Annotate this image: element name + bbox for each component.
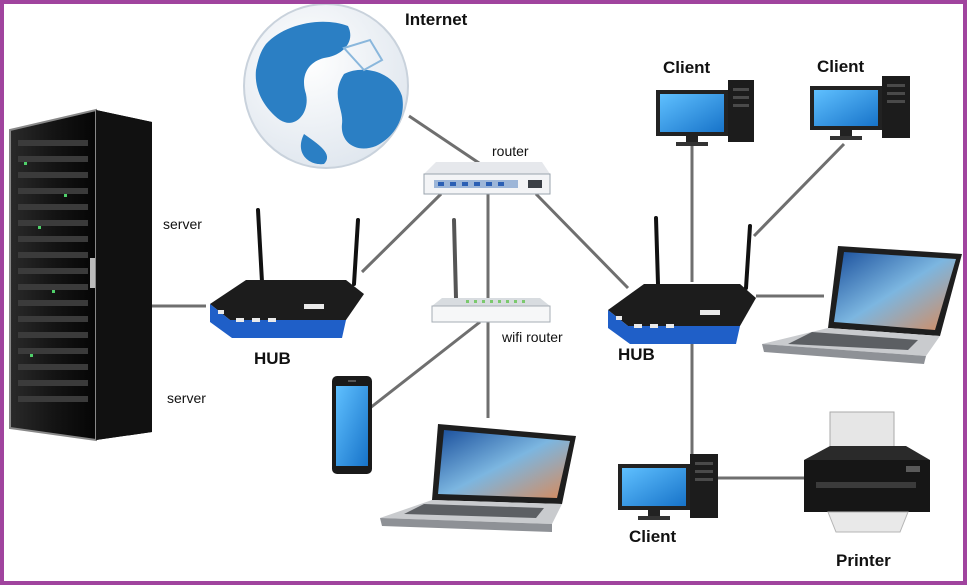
link-wifi-phone (369, 320, 481, 410)
server-rack-icon (9, 108, 152, 442)
hub-left-label: HUB (254, 349, 291, 368)
router-label: router (492, 143, 529, 159)
link-hub-client-top-right (752, 142, 846, 238)
wifi-router-label: wifi router (502, 329, 563, 345)
link-router-hub-right (534, 192, 630, 290)
hub-right-label: HUB (618, 345, 655, 364)
printer-icon (804, 411, 930, 533)
diagram-canvas (9, 4, 962, 533)
link-internet-router (408, 114, 483, 167)
link-router-hub-left (360, 192, 443, 274)
router-icon (423, 162, 551, 195)
hub-left-icon (210, 208, 364, 338)
laptop-right-icon (762, 246, 962, 364)
smartphone-icon (332, 376, 372, 474)
laptop-center-icon (380, 424, 576, 532)
printer-label: Printer (836, 551, 891, 570)
connections (152, 114, 846, 480)
internet-globe-icon (243, 4, 409, 169)
client-bottom-label: Client (629, 527, 677, 546)
hub-right-icon (608, 216, 756, 344)
client-top-right-label: Client (817, 57, 865, 76)
server-label-top: server (163, 216, 202, 232)
client-top-right-icon (810, 76, 910, 140)
client-top-left-icon (656, 80, 754, 146)
client-bottom-icon (618, 454, 718, 520)
internet-label: Internet (405, 10, 468, 29)
server-label-bottom: server (167, 390, 206, 406)
wifi-router-icon (431, 218, 551, 323)
client-top-left-label: Client (663, 58, 711, 77)
